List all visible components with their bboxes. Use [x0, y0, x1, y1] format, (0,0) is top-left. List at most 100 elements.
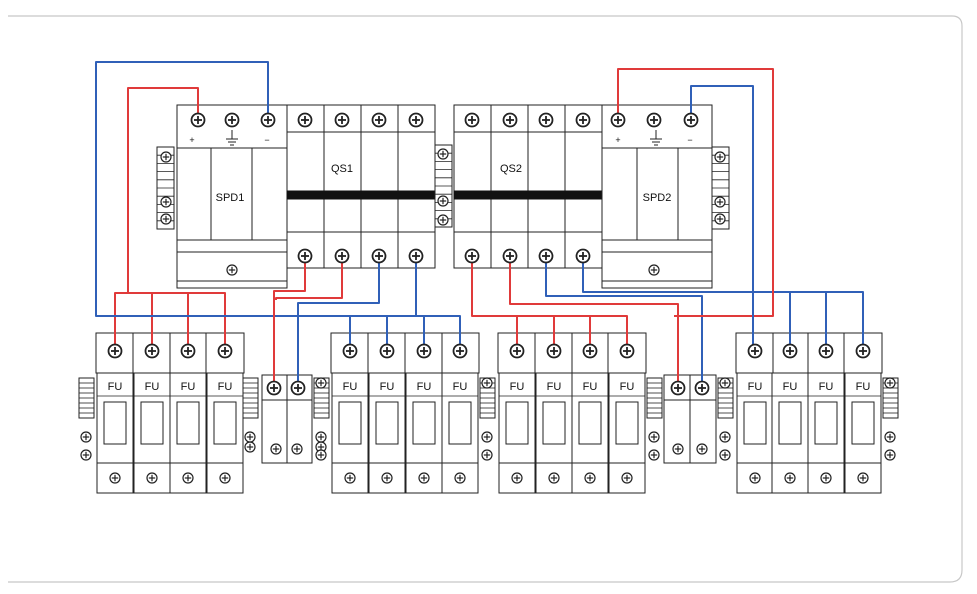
qs1-bottom-terminal [334, 248, 350, 264]
fuse-input-terminal [509, 343, 525, 359]
fuse-input-terminal [818, 343, 834, 359]
fuse-input-terminal [855, 343, 871, 359]
fuse-group-1-fuse-label: FU [145, 381, 160, 393]
fuse-group-1-fuse-label: FU [181, 381, 196, 393]
fuse-group-4-fuse-window [851, 401, 875, 445]
spd1-plus-terminal [190, 112, 206, 128]
qs2-label: QS2 [500, 163, 522, 175]
qs1-bottom-terminal [297, 248, 313, 264]
fuse-group-4-fuse-base-screw [820, 472, 832, 484]
fuse-group-2-fuse-window [448, 401, 472, 445]
fuse-input-terminal [452, 343, 468, 359]
fuse-clip-screw [719, 449, 731, 461]
fuse-group-3-fuse-label: FU [620, 381, 635, 393]
qs-clip-screw [437, 148, 449, 160]
fuse-group-3-fuse-window [542, 401, 566, 445]
spd2-minus-terminal [683, 112, 699, 128]
fuse-group-4-fuse-window [778, 401, 802, 445]
spd2-label: SPD2 [643, 192, 672, 204]
fuse-clip-screw [244, 441, 256, 453]
terminal-block-2-screw [694, 380, 710, 396]
fuse-din-clip [242, 377, 259, 419]
fuse-input-terminal [619, 343, 635, 359]
spd1-clip-screw [160, 151, 172, 163]
qs1-top-terminal [408, 112, 424, 128]
fuse-group-2-fuse-base-screw [418, 472, 430, 484]
fuse-clip-screw [884, 449, 896, 461]
fuse-group-2-fuse-label: FU [343, 381, 358, 393]
fuse-group-3-fuse-label: FU [583, 381, 598, 393]
spd1-label: SPD1 [216, 192, 245, 204]
spd2-ground-terminal [646, 112, 662, 128]
qs-clip-screw [437, 214, 449, 226]
qs2-blue-output [545, 256, 703, 388]
qs1-red-output [273, 256, 306, 388]
fuse-clip-screw [719, 377, 731, 389]
fuse-input-terminal [582, 343, 598, 359]
fuse-group-3-fuse-window [615, 401, 639, 445]
spd1-positive-wire [114, 87, 199, 351]
spd2-body [601, 104, 713, 289]
fuse-group-1-fuse-label: FU [108, 381, 123, 393]
fuse-group-2-fuse-window [412, 401, 436, 445]
fuse-input-terminal [180, 343, 196, 359]
fuse-clip-screw [648, 449, 660, 461]
spd2-clip-screw [714, 151, 726, 163]
fuse-group-4-fuse-label: FU [819, 381, 834, 393]
fuse-input-terminal [416, 343, 432, 359]
fuse-clip-screw [884, 431, 896, 443]
fuse-group-4-fuse-label: FU [748, 381, 763, 393]
fuse-clip-screw [80, 431, 92, 443]
fuse-group-2-fuse-label: FU [417, 381, 432, 393]
terminal-block-1-screw [270, 443, 282, 455]
fuse-group-4-fuse-base-screw [857, 472, 869, 484]
qs2-bottom-terminal [502, 248, 518, 264]
fuse-group-3-fuse-base-screw [584, 472, 596, 484]
qs-clip-screw [437, 195, 449, 207]
fuse-group-2-fuse-label: FU [453, 381, 468, 393]
fuse-group-1-fuse-base-screw [109, 472, 121, 484]
fuse-clip-screw [719, 431, 731, 443]
qs2-top-terminal [575, 112, 591, 128]
fuse-group-1-fuse-window [213, 401, 237, 445]
fuse-clip-screw [315, 431, 327, 443]
qs2-red-output-2 [509, 256, 679, 388]
fuse-clip-screw [481, 431, 493, 443]
qs1-label: QS1 [331, 163, 353, 175]
fuse-group-3-fuse-base-screw [621, 472, 633, 484]
spd1-ground-terminal [224, 112, 240, 128]
qs-din-clip [434, 144, 453, 228]
fuse-group-2-fuse-label: FU [380, 381, 395, 393]
spd2-positive-wire [617, 68, 774, 317]
fuse-group-2-fuse-body [368, 372, 406, 464]
fuse-group-2-fuse-base-screw [344, 472, 356, 484]
fuse-input-terminal [782, 343, 798, 359]
fuse-clip-screw [315, 449, 327, 461]
fuse-group-2-fuse-window [375, 401, 399, 445]
fuse-input-terminal [144, 343, 160, 359]
qs1-bottom-terminal [371, 248, 387, 264]
fuse-group-2-fuse-base-screw [454, 472, 466, 484]
fuse-input-terminal [747, 343, 763, 359]
fuse-group-4-fuse-window [743, 401, 767, 445]
fuse-group-1-fuse-base-screw [182, 472, 194, 484]
fuse-input-terminal [546, 343, 562, 359]
qs2-bottom-terminal [464, 248, 480, 264]
fuse-din-clip [646, 377, 663, 419]
spd1-ground-symbol [226, 130, 238, 146]
qs1-top-terminal [334, 112, 350, 128]
fuse-clip-screw [481, 377, 493, 389]
terminal-block-1-screw [291, 443, 303, 455]
terminal-block-1-screw [266, 380, 282, 396]
fuse-clip-screw [80, 449, 92, 461]
qs2-top-terminal [502, 112, 518, 128]
qs1-handle-bar [286, 190, 436, 200]
terminal-block-2-screw [670, 380, 686, 396]
spd2-plus-terminal [610, 112, 626, 128]
fuse-group-3-fuse-base-screw [548, 472, 560, 484]
spd1-negative-wire [95, 61, 461, 351]
spd1-minus-terminal [260, 112, 276, 128]
fuse-din-clip [717, 377, 734, 419]
fuse-group-4-fuse-base-screw [749, 472, 761, 484]
